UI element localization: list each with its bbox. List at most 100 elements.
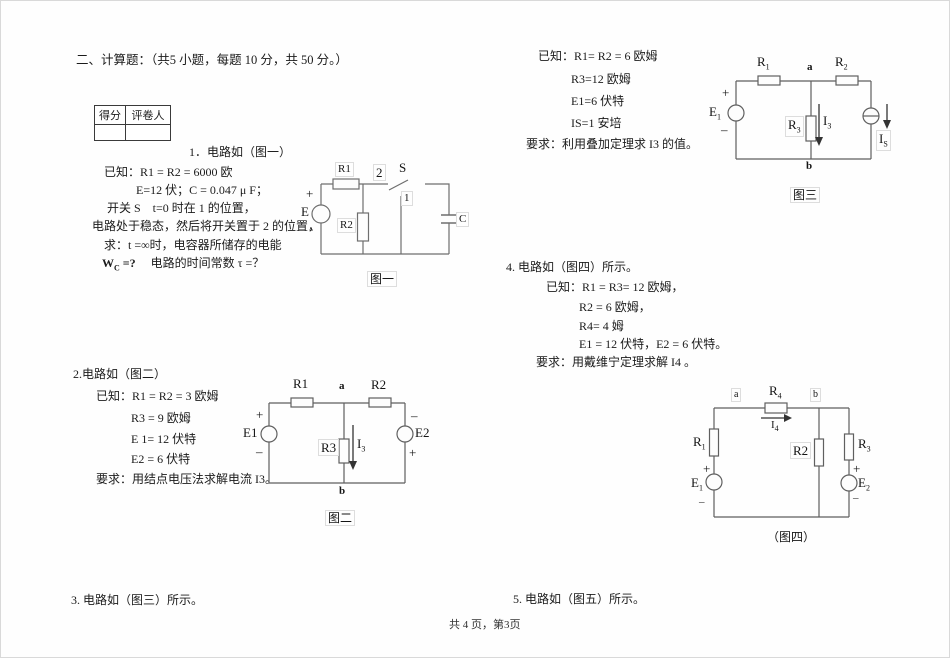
q2-given-line: R3 = 9 欧姆 bbox=[131, 411, 191, 425]
fig4-r4-label: R4 bbox=[769, 383, 782, 401]
q4-given-line: 已知：R1 = R3= 12 欧姆， bbox=[546, 280, 684, 294]
fig1-r2-label: R2 bbox=[337, 218, 356, 233]
q4-given-line: R4= 4 姆 bbox=[579, 319, 624, 333]
q1-title: 1．电路如（图一） bbox=[189, 145, 292, 159]
q4-title: 4. 电路如（图四）所示。 bbox=[506, 260, 639, 274]
fig1-source-label: E bbox=[301, 204, 309, 219]
fig2-resistor-r3 bbox=[338, 438, 350, 464]
grader-empty-cell bbox=[125, 124, 171, 141]
fig2-r3-label: R3 bbox=[318, 439, 340, 456]
score-header-cell: 得分 bbox=[94, 105, 126, 125]
q3-given-line: IS=1 安培 bbox=[571, 116, 622, 130]
fig1-switch-blade bbox=[388, 179, 409, 191]
fig1-switch-pos1-label: 1 bbox=[401, 191, 413, 206]
page-footer: 共 4 页，第3页 bbox=[449, 619, 521, 631]
q3-given-line: 已知：R1= R2 = 6 欧姆 bbox=[538, 49, 658, 63]
fig1-plus-sign: + bbox=[306, 186, 314, 201]
q1-given-line: E=12 伏；C = 0.047 μ F； bbox=[136, 183, 268, 197]
q2-ask-line: 要求：用结点电压法求解电流 I3。 bbox=[96, 472, 277, 486]
fig2-wires bbox=[260, 397, 414, 484]
fig4-resistor-r2 bbox=[813, 438, 825, 467]
fig2-e1-label: E1 bbox=[243, 425, 258, 440]
fig2-source-e1 bbox=[260, 425, 278, 443]
q2-given-line: E 1= 12 伏特 bbox=[131, 432, 197, 446]
fig2-i3-label: I3 bbox=[357, 436, 366, 454]
fig3-r1-label: R1 bbox=[757, 54, 770, 72]
fig4-wires bbox=[705, 402, 858, 518]
fig4-caption: （图四） bbox=[767, 530, 816, 544]
score-empty-cell bbox=[94, 124, 126, 141]
fig3-r3-label: R3 bbox=[785, 116, 804, 137]
fig3-resistor-r1 bbox=[757, 75, 781, 86]
fig4-source-e1 bbox=[705, 473, 723, 491]
fig1-resistor-r1 bbox=[332, 178, 360, 190]
q3-given-line: R3=12 欧姆 bbox=[571, 72, 631, 86]
fig3-e1-label: E1 bbox=[709, 104, 721, 122]
fig3-r2-label: R2 bbox=[835, 54, 848, 72]
fig2-e2-label: E2 bbox=[415, 425, 430, 440]
fig4-e2-label: E2 bbox=[858, 475, 870, 493]
fig1-wires bbox=[311, 178, 457, 255]
section-title: 二、计算题：（共5 小题，每题 10 分，共 50 分。） bbox=[76, 53, 348, 67]
fig2-e2-minus-sign: – bbox=[411, 408, 418, 423]
fig4-r1-label: R1 bbox=[693, 434, 706, 452]
q2-given-line: 已知：R1 = R2 = 3 欧姆 bbox=[96, 389, 219, 403]
fig1-capacitor-c bbox=[441, 214, 457, 224]
fig3-node-b-label: b bbox=[806, 160, 813, 172]
fig3-i3-label: I3 bbox=[823, 113, 832, 131]
fig4-e2-plus-sign: + bbox=[853, 461, 861, 476]
q1-given-line: 已知：R1 = R2 = 6000 欧 bbox=[104, 165, 233, 179]
score-table: 得分 评卷人 bbox=[94, 105, 171, 141]
fig2-e1-plus-sign: + bbox=[256, 407, 264, 422]
fig4-source-e2 bbox=[840, 474, 858, 492]
fig1-capacitor-label: C bbox=[456, 212, 470, 227]
fig3-is-label: IS bbox=[876, 130, 891, 151]
fig1-source-e bbox=[311, 204, 331, 224]
q4-ask-line: 要求：用戴维宁定理求解 I4 。 bbox=[536, 355, 696, 369]
fig4-e1-minus-sign: – bbox=[699, 496, 705, 508]
fig2-resistor-r1 bbox=[290, 397, 314, 408]
fig3-i3-arrow bbox=[815, 104, 823, 146]
figure-1-circuit: + E - R1 R2 2 S 1 C 图一 bbox=[301, 159, 486, 294]
fig2-node-a-label: a bbox=[339, 380, 345, 392]
fig2-i3-arrow bbox=[349, 425, 357, 470]
fig2-node-b-label: b bbox=[339, 485, 346, 497]
fig4-e1-plus-sign: + bbox=[703, 461, 711, 476]
fig3-resistor-r3 bbox=[805, 115, 817, 142]
q4-given-line: R2 = 6 欧姆， bbox=[579, 300, 651, 314]
fig2-e2-plus-sign: + bbox=[409, 445, 417, 460]
fig1-minus-sign: - bbox=[309, 221, 314, 236]
figure-3-circuit: R1 a R2 + E1 – R3 I3 IS b 图三 bbox=[701, 49, 949, 209]
fig2-caption: 图二 bbox=[325, 510, 356, 526]
fig1-caption: 图一 bbox=[367, 271, 398, 287]
q2-title: 2.电路如（图二） bbox=[73, 367, 167, 381]
circuit-diagram-fig2 bbox=[260, 397, 414, 484]
fig3-caption: 图三 bbox=[790, 187, 821, 203]
q4-given-line: E1 = 12 伏特，E2 = 6 伏特。 bbox=[579, 337, 728, 351]
fig3-node-a-label: a bbox=[807, 61, 813, 73]
grader-header-cell: 评卷人 bbox=[125, 105, 171, 125]
q1-ask-line: 求：t =∞时，电容器所储存的电能 bbox=[104, 238, 282, 252]
fig4-resistor-r1 bbox=[708, 428, 720, 457]
fig4-i4-arrow bbox=[761, 414, 792, 422]
fig1-switch-label: S bbox=[399, 160, 407, 175]
fig2-r2-label: R2 bbox=[371, 377, 387, 392]
q1-answer-line: WC =? 电路的时间常数 τ =？ bbox=[102, 256, 265, 273]
circuit-diagram-fig4 bbox=[705, 402, 858, 518]
fig4-i4-label: I4 bbox=[771, 419, 779, 434]
fig3-resistor-r2 bbox=[835, 75, 859, 86]
fig4-node-b-label: b bbox=[810, 388, 821, 402]
fig2-resistor-r2 bbox=[368, 397, 392, 408]
fig4-e2-minus-sign: – bbox=[853, 492, 859, 504]
fig2-source-e2 bbox=[396, 425, 414, 443]
fig4-r3-label: R3 bbox=[858, 436, 871, 454]
fig4-r2-label: R2 bbox=[790, 442, 812, 459]
q2-given-line: E2 = 6 伏特 bbox=[131, 452, 191, 466]
fig4-e1-label: E1 bbox=[691, 475, 703, 493]
fig2-e1-minus-sign: – bbox=[256, 444, 263, 459]
fig4-node-a-label: a bbox=[731, 388, 742, 402]
circuit-diagram-fig3 bbox=[727, 75, 891, 160]
fig3-wires bbox=[727, 75, 880, 160]
fig1-resistor-r2 bbox=[356, 212, 370, 242]
